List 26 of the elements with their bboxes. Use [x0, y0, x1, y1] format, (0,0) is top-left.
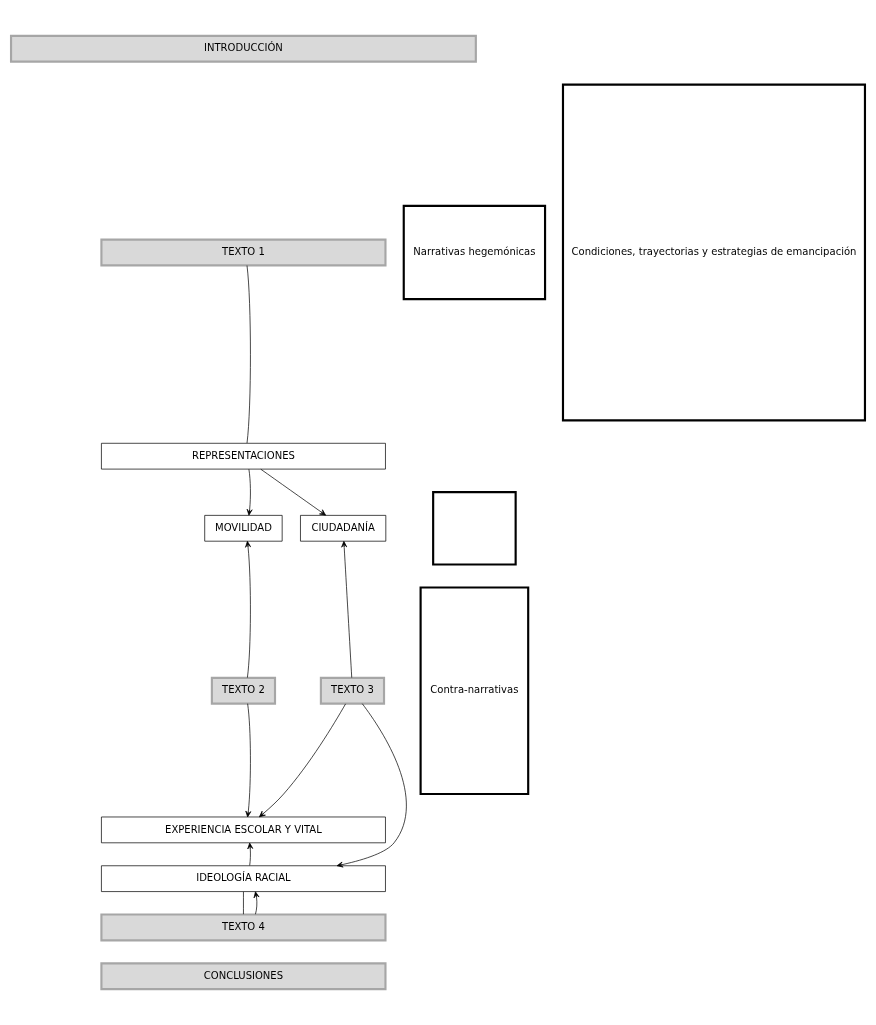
arrow — [341, 541, 353, 678]
node-box: TEXTO 2 — [210, 676, 277, 705]
node-box: Contra-narrativas — [419, 586, 530, 796]
node-box: CIUDADANÍA — [300, 515, 387, 542]
node-box: REPRESENTACIONES — [101, 442, 386, 470]
node-box: IDEOLOGÍA RACIAL — [101, 865, 386, 892]
node-box: TEXTO 3 — [319, 676, 386, 705]
arrow — [247, 842, 254, 866]
node-box: Narrativas hegemónicas — [402, 204, 547, 301]
arrow — [245, 703, 252, 818]
node-box: CONCLUSIONES — [100, 962, 387, 991]
arrow — [245, 541, 251, 678]
node-box: Condiciones, trayectorias y estrategias de emancipación — [561, 83, 867, 422]
node-box: EXPERIENCIA ESCOLAR Y VITAL — [101, 816, 386, 844]
node-box: INTRODUCCIÓN — [9, 34, 477, 63]
arrow — [259, 703, 346, 818]
connector — [246, 265, 251, 444]
arrow — [336, 703, 407, 868]
node-box: TEXTO 4 — [100, 913, 387, 942]
arrow — [246, 468, 253, 516]
node-box: TEXTO 1 — [100, 238, 387, 267]
arrow — [253, 891, 260, 915]
arrow — [260, 468, 326, 516]
node-box: MOVILIDAD — [204, 515, 283, 542]
connector — [243, 891, 244, 915]
node-box — [432, 491, 517, 566]
